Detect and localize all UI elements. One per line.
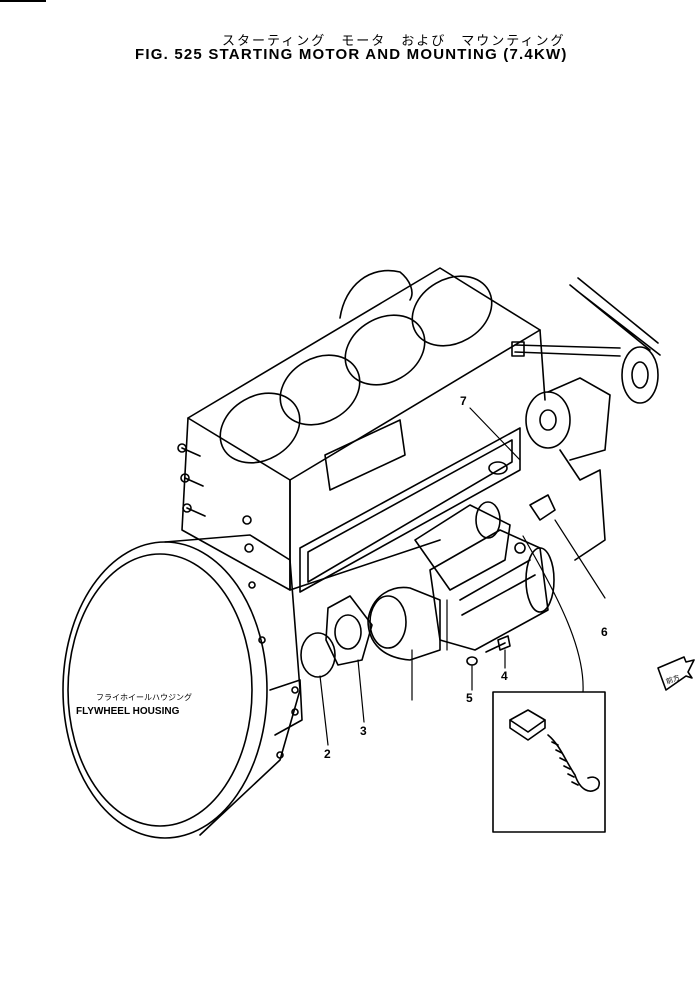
direction-label: 前方 — [665, 673, 681, 686]
figure-title-japanese: スターティング モータ および マウンティング — [222, 34, 566, 49]
engine-block — [177, 267, 546, 593]
front-direction-arrow — [657, 656, 695, 691]
bolt-and-washer — [466, 635, 511, 666]
callout-5: 5 — [466, 691, 473, 705]
leader-lines — [319, 407, 606, 746]
callout-7: 7 — [460, 394, 467, 408]
callout-3: 3 — [360, 724, 367, 738]
callout-4: 4 — [501, 669, 508, 683]
starting-motor — [300, 494, 556, 678]
brush-detail-inset — [492, 691, 606, 833]
callout-2: 2 — [324, 747, 331, 761]
flywheel-label: FLYWHEEL HOUSING — [76, 706, 180, 717]
flywheel-housing — [62, 534, 303, 839]
figure-title: FIG. 525 STARTING MOTOR AND MOUNTING (7.… — [135, 46, 568, 63]
callout-6: 6 — [601, 625, 608, 639]
corner-rule — [0, 0, 46, 2]
flywheel-label-japanese: フライホイールハウジング — [96, 692, 192, 702]
front-accessories — [511, 277, 661, 561]
